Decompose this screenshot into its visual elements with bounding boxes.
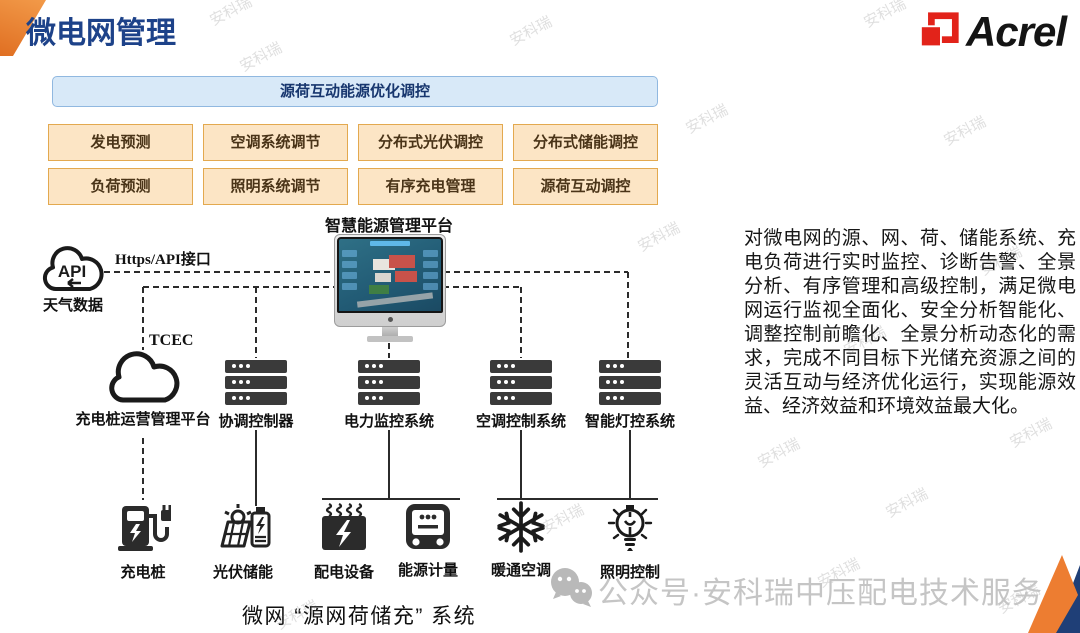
light-bulb-icon — [607, 505, 653, 551]
device-label: 能源计量 — [397, 562, 458, 579]
server-label: 智能灯控系统 — [584, 413, 676, 430]
device-label: 充电桩 — [120, 564, 166, 581]
cloud-icon — [109, 351, 180, 403]
snowflake-icon — [497, 501, 545, 553]
server-label: 协调控制器 — [218, 413, 294, 430]
wechat-icon — [551, 568, 592, 607]
charging-pile-icon — [118, 505, 171, 551]
function-box-grid: 发电预测 空调系统调节 分布式光伏调控 分布式储能调控 负荷预测 照明系统调节 … — [48, 124, 658, 205]
server-icon: 空调控制系统 — [476, 360, 566, 430]
tcec-label: TCEC — [149, 332, 194, 349]
function-box: 源荷互动调控 — [513, 168, 658, 205]
function-box: 分布式光伏调控 — [358, 124, 503, 161]
server-icon: 协调控制器 — [218, 360, 294, 430]
server-label: 空调控制系统 — [475, 413, 567, 430]
weather-data-label: 天气数据 — [42, 297, 103, 314]
https-api-label: Https/API接口 — [115, 252, 211, 268]
device-transformer: 配电设备 — [299, 500, 389, 582]
function-box: 空调系统调节 — [203, 124, 348, 161]
device-pv-storage: 光伏储能 — [198, 500, 288, 582]
function-box: 负荷预测 — [48, 168, 193, 205]
api-text: API — [58, 262, 86, 281]
page-title: 微电网管理 — [26, 17, 176, 50]
function-box: 有序充电管理 — [358, 168, 503, 205]
api-cloud-icon: API — [42, 246, 104, 292]
function-box: 照明系统调节 — [203, 168, 348, 205]
function-box: 分布式储能调控 — [513, 124, 658, 161]
pv-storage-icon — [220, 504, 271, 548]
server-icon: 智能灯控系统 — [585, 360, 675, 430]
server-icon: 电力监控系统 — [344, 360, 434, 430]
device-label: 光伏储能 — [212, 564, 273, 581]
description-paragraph: 对微电网的源、网、荷、储能系统、充电负荷进行实时监控、诊断告警、全景分析、有序管… — [744, 228, 1076, 417]
device-charging-pile: 充电桩 — [98, 500, 188, 582]
charging-platform-label: 充电桩运营管理平台 — [75, 411, 211, 428]
device-label: 照明控制 — [599, 564, 660, 581]
acrel-logo-icon — [919, 12, 959, 48]
device-hvac: 暖通空调 — [476, 500, 566, 580]
energy-meter-icon — [406, 504, 450, 549]
device-label: 配电设备 — [313, 564, 374, 581]
function-box: 发电预测 — [48, 124, 193, 161]
diagram-caption: 微网 “源网荷储充” 系统 — [242, 605, 477, 628]
server-label: 电力监控系统 — [343, 413, 435, 430]
platform-label: 智慧能源管理平台 — [324, 218, 453, 235]
banner: 源荷互动能源优化调控 — [52, 76, 658, 107]
wechat-watermark-label: 公众号·安科瑞中压配电技术服务 — [598, 577, 1043, 610]
device-label: 暖通空调 — [490, 562, 551, 579]
device-lighting: 照明控制 — [585, 500, 675, 582]
monitor-icon — [334, 234, 446, 342]
dashboard-screen — [337, 237, 443, 313]
transformer-icon — [322, 503, 366, 550]
brand-name: Acrel — [965, 8, 1067, 55]
corner-decoration-bottom-right — [1028, 555, 1080, 633]
device-energy-meter: 能源计量 — [383, 500, 473, 580]
brand-logo: Acrel — [918, 8, 1067, 56]
